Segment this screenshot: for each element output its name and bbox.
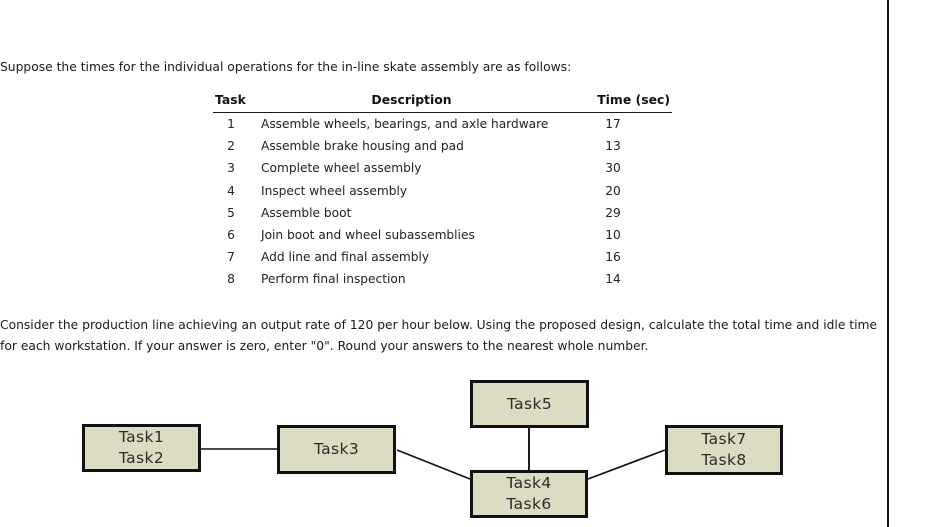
cell-time: 20 [605, 183, 621, 198]
cell-time: 13 [605, 139, 621, 154]
table-header-row: Task Description Time (sec) [213, 92, 672, 113]
cell-description: Complete wheel assembly [261, 161, 422, 176]
column-header-time: Time (sec) [597, 92, 670, 107]
diagram-connectors [201, 428, 666, 480]
node-label-line: Task6 [506, 495, 552, 513]
table-row: 4 Inspect wheel assembly 20 [213, 180, 672, 202]
node-label-line: Task8 [701, 451, 747, 469]
diagram-node-task4-task6[interactable]: Task4 Task6 [470, 470, 588, 518]
question-text: Consider the production line achieving a… [0, 318, 878, 353]
cell-description: Inspect wheel assembly [261, 183, 408, 198]
precedence-diagram: Task1 Task2 Task3 Task5 Task4 Task6 Task… [0, 360, 885, 527]
node-label-line: Task1 [118, 428, 165, 446]
cell-description: Perform final inspection [261, 272, 406, 287]
cell-task-number: 5 [227, 205, 235, 220]
table-header: Task Description Time (sec) [213, 92, 672, 113]
table-row: 5 Assemble boot 29 [213, 202, 672, 224]
node-label-line: Task3 [313, 440, 360, 458]
diagram-node-task7-task8[interactable]: Task7 Task8 [665, 425, 783, 475]
connector-t46-to-t78 [587, 449, 666, 480]
cell-task-number: 1 [227, 117, 235, 132]
cell-description: Assemble boot [261, 205, 352, 220]
operations-table: Task Description Time (sec) 1 Assemble w… [213, 92, 672, 291]
table-row: 1 Assemble wheels, bearings, and axle ha… [213, 113, 672, 136]
connector-t3-to-t46 [396, 449, 471, 480]
node-label-line: Task7 [701, 430, 747, 448]
cell-time: 16 [605, 250, 621, 265]
cell-time: 10 [605, 228, 621, 243]
table-row: 6 Join boot and wheel subassemblies 10 [213, 224, 672, 246]
cell-description: Assemble wheels, bearings, and axle hard… [261, 117, 549, 132]
intro-text: Suppose the times for the individual ope… [0, 60, 572, 74]
table-row: 8 Perform final inspection 14 [213, 268, 672, 290]
table-row: 2 Assemble brake housing and pad 13 [213, 135, 672, 157]
cell-task-number: 7 [227, 250, 235, 265]
diagram-node-task5[interactable]: Task5 [470, 380, 589, 428]
node-label-line: Task2 [118, 449, 165, 467]
table-row: 3 Complete wheel assembly 30 [213, 157, 672, 179]
cell-task-number: 3 [227, 161, 235, 176]
cell-task-number: 4 [227, 183, 235, 198]
page-divider-rule [887, 0, 889, 527]
diagram-node-task3[interactable]: Task3 [277, 425, 396, 474]
cell-description: Join boot and wheel subassemblies [261, 228, 475, 243]
table-row: 7 Add line and final assembly 16 [213, 246, 672, 268]
cell-time: 30 [605, 161, 621, 176]
table-body: 1 Assemble wheels, bearings, and axle ha… [213, 113, 672, 291]
cell-task-number: 2 [227, 139, 235, 154]
cell-time: 17 [605, 117, 621, 132]
cell-description: Assemble brake housing and pad [261, 139, 464, 154]
diagram-node-task1-task2[interactable]: Task1 Task2 [82, 424, 201, 472]
column-header-description: Description [371, 92, 452, 107]
cell-task-number: 8 [227, 272, 235, 287]
cell-task-number: 6 [227, 228, 235, 243]
node-label-line: Task4 [506, 474, 552, 492]
cell-description: Add line and final assembly [261, 250, 430, 265]
column-header-task: Task [215, 92, 246, 107]
cell-time: 29 [605, 205, 621, 220]
cell-time: 14 [605, 272, 621, 287]
node-label-line: Task5 [506, 394, 553, 413]
